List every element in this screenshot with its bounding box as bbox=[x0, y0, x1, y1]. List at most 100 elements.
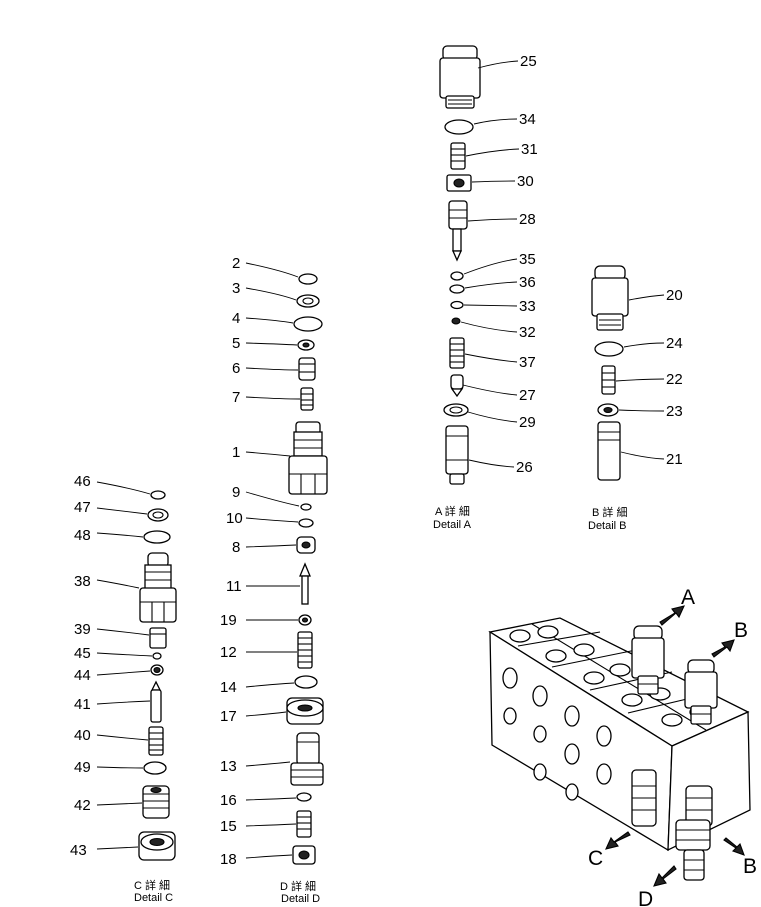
callout-9: 9 bbox=[232, 484, 240, 501]
part-38-valve-body bbox=[139, 552, 177, 623]
leader-20 bbox=[628, 294, 665, 301]
detail-c-group: 46 47 48 38 39 45 bbox=[70, 473, 177, 904]
part-34-o-ring bbox=[444, 119, 474, 135]
view-letter-b-top: B bbox=[734, 619, 748, 642]
leader-38 bbox=[96, 579, 140, 589]
part-49-o-ring bbox=[143, 761, 167, 775]
leader-17 bbox=[245, 711, 287, 717]
leader-34 bbox=[473, 118, 518, 125]
leader-5 bbox=[245, 342, 298, 346]
part-24-o-ring bbox=[594, 341, 624, 357]
callout-46: 46 bbox=[74, 473, 91, 490]
detail-a-caption-jp: A 詳 細 bbox=[435, 504, 470, 518]
leader-44 bbox=[96, 670, 151, 676]
callout-32: 32 bbox=[519, 324, 536, 341]
callout-25: 25 bbox=[520, 53, 537, 70]
part-14-o-ring bbox=[294, 675, 318, 689]
callout-3: 3 bbox=[232, 280, 240, 297]
part-23-ring bbox=[597, 403, 619, 417]
detail-a-caption-en: Detail A bbox=[433, 519, 472, 531]
callout-44: 44 bbox=[74, 667, 91, 684]
callout-6: 6 bbox=[232, 360, 240, 377]
view-letter-a: A bbox=[681, 586, 695, 609]
callout-18: 18 bbox=[220, 851, 237, 868]
leader-40 bbox=[96, 734, 149, 741]
leader-36 bbox=[464, 281, 518, 289]
leader-23 bbox=[618, 409, 665, 412]
leader-9 bbox=[245, 491, 300, 507]
leader-25 bbox=[477, 60, 519, 69]
leader-33 bbox=[463, 304, 518, 307]
leader-21 bbox=[620, 451, 665, 460]
callout-28: 28 bbox=[519, 211, 536, 228]
callout-11: 11 bbox=[226, 578, 242, 595]
part-12-spring bbox=[297, 631, 313, 669]
leader-1 bbox=[245, 451, 291, 457]
callout-17: 17 bbox=[220, 708, 237, 725]
part-39-plug bbox=[149, 627, 167, 649]
callout-7: 7 bbox=[232, 389, 240, 406]
part-21-sleeve bbox=[597, 421, 621, 481]
leader-32 bbox=[460, 321, 518, 333]
callout-38: 38 bbox=[74, 573, 91, 590]
part-18-nut bbox=[292, 845, 316, 865]
valve-assembly-illustration: A B C B D bbox=[488, 586, 757, 907]
leader-29 bbox=[467, 411, 518, 423]
callout-42: 42 bbox=[74, 797, 91, 814]
callout-43: 43 bbox=[70, 842, 87, 859]
part-11-pin bbox=[299, 562, 311, 605]
callout-4: 4 bbox=[232, 310, 240, 327]
leader-10 bbox=[245, 517, 299, 523]
part-26-sleeve bbox=[445, 425, 469, 485]
part-35-ring bbox=[450, 271, 464, 281]
part-37-spring bbox=[449, 337, 465, 369]
callout-10: 10 bbox=[226, 510, 243, 527]
callout-41: 41 bbox=[74, 696, 91, 713]
part-5-ring bbox=[297, 339, 315, 351]
part-33-ring bbox=[450, 300, 464, 310]
leader-6 bbox=[245, 367, 299, 371]
callout-1: 1 bbox=[232, 444, 240, 461]
detail-a-group: 25 34 31 30 28 bbox=[433, 45, 538, 531]
part-6-plug bbox=[298, 357, 316, 381]
arrow-b-top-icon bbox=[711, 639, 735, 658]
valve-d bbox=[675, 819, 711, 881]
callout-14: 14 bbox=[220, 679, 237, 696]
front-ports bbox=[502, 667, 612, 801]
leader-30 bbox=[471, 180, 516, 183]
callout-45: 45 bbox=[74, 645, 91, 662]
callout-8: 8 bbox=[232, 539, 240, 556]
callout-20: 20 bbox=[666, 287, 683, 304]
part-42-poppet bbox=[142, 785, 170, 819]
part-7-spring bbox=[300, 387, 314, 411]
leader-14 bbox=[245, 682, 295, 688]
leader-27 bbox=[462, 384, 518, 396]
part-8-seat bbox=[296, 536, 316, 554]
callout-31: 31 bbox=[521, 141, 538, 158]
part-32-ring bbox=[451, 317, 461, 325]
leader-24 bbox=[623, 342, 665, 348]
leader-47 bbox=[96, 507, 148, 515]
part-3-ring bbox=[296, 294, 320, 308]
leader-43 bbox=[96, 846, 139, 850]
leader-16 bbox=[245, 797, 297, 801]
valve-c bbox=[631, 769, 657, 827]
leader-7 bbox=[245, 396, 301, 400]
leader-13 bbox=[245, 761, 291, 767]
detail-d-group: 2 3 4 5 6 7 bbox=[220, 255, 328, 905]
leader-4 bbox=[245, 317, 294, 324]
callout-22: 22 bbox=[666, 371, 683, 388]
callout-35: 35 bbox=[519, 251, 536, 268]
detail-b-caption-en: Detail B bbox=[588, 520, 627, 532]
callout-12: 12 bbox=[220, 644, 237, 661]
leader-3 bbox=[245, 287, 297, 301]
leader-39 bbox=[96, 628, 150, 636]
view-letter-d: D bbox=[638, 888, 653, 907]
leader-35 bbox=[463, 258, 518, 275]
callout-49: 49 bbox=[74, 759, 91, 776]
part-46-ring bbox=[150, 490, 166, 500]
part-4-o-ring bbox=[293, 316, 323, 332]
part-36-ring bbox=[449, 284, 465, 294]
callout-2: 2 bbox=[232, 255, 240, 272]
